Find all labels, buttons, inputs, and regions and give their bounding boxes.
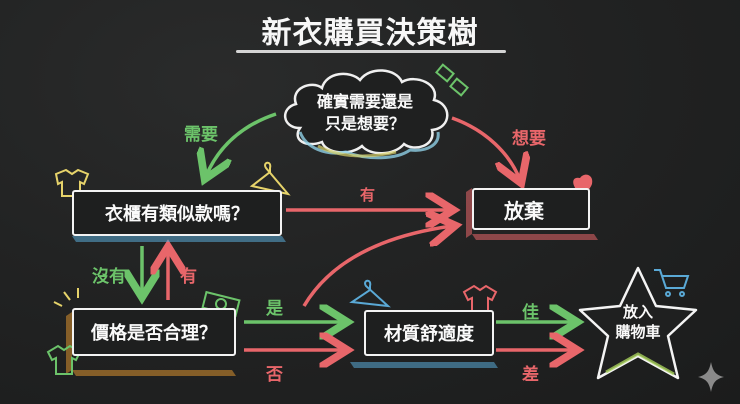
t-shirt-icon xyxy=(462,284,498,313)
sparkle-lines-icon xyxy=(53,288,79,307)
price-curve-arrow xyxy=(302,226,452,307)
closet-node-label: 衣櫃有類似款嗎？ xyxy=(105,204,249,225)
need-arrow xyxy=(206,112,277,176)
price-back-yes-label: 有 xyxy=(180,267,197,287)
closet-yes-label: 有 xyxy=(360,186,376,204)
page-title: 新衣購買決策樹 xyxy=(261,16,479,51)
quality-node: 材質舒適度 xyxy=(364,310,494,356)
quality-node-label: 材質舒適度 xyxy=(384,324,474,345)
hanger-icon xyxy=(249,161,291,196)
start-node-line1: 確實需要還是 xyxy=(316,92,413,111)
price-no-label: 否 xyxy=(266,365,283,385)
need-label: 需要 xyxy=(184,125,218,145)
price-node: 價格是否合理？ xyxy=(72,308,236,356)
t-shirt-icon xyxy=(46,344,82,375)
cart-node-line1: 放入 xyxy=(622,303,653,321)
quality-bad-label: 差 xyxy=(522,365,539,385)
cart-star-shape xyxy=(578,266,698,380)
want-arrow xyxy=(451,116,520,180)
sparkle-icon xyxy=(698,362,724,392)
abandon-node: 放棄 xyxy=(472,188,590,230)
money-icon xyxy=(435,63,469,97)
closet-node: 衣櫃有類似款嗎？ xyxy=(72,190,282,236)
start-cloud-shape xyxy=(284,69,449,160)
shopping-cart-icon xyxy=(654,269,690,297)
title-underline xyxy=(236,50,506,53)
cart-node: 放入 購物車 xyxy=(598,300,678,344)
t-shirt-icon xyxy=(54,168,90,197)
hanger-icon xyxy=(349,279,391,308)
closet-no-label: 沒有 xyxy=(92,267,126,287)
cart-node-line2: 購物車 xyxy=(615,323,661,341)
start-node-line2: 只是想要？ xyxy=(324,114,405,133)
abandon-node-label: 放棄 xyxy=(504,198,544,223)
price-node-label: 價格是否合理？ xyxy=(91,323,217,344)
start-node: 確實需要還是 只是想要？ xyxy=(300,88,430,138)
quality-good-label: 佳 xyxy=(522,303,539,323)
price-yes-label: 是 xyxy=(266,299,283,319)
want-label: 想要 xyxy=(512,129,546,149)
